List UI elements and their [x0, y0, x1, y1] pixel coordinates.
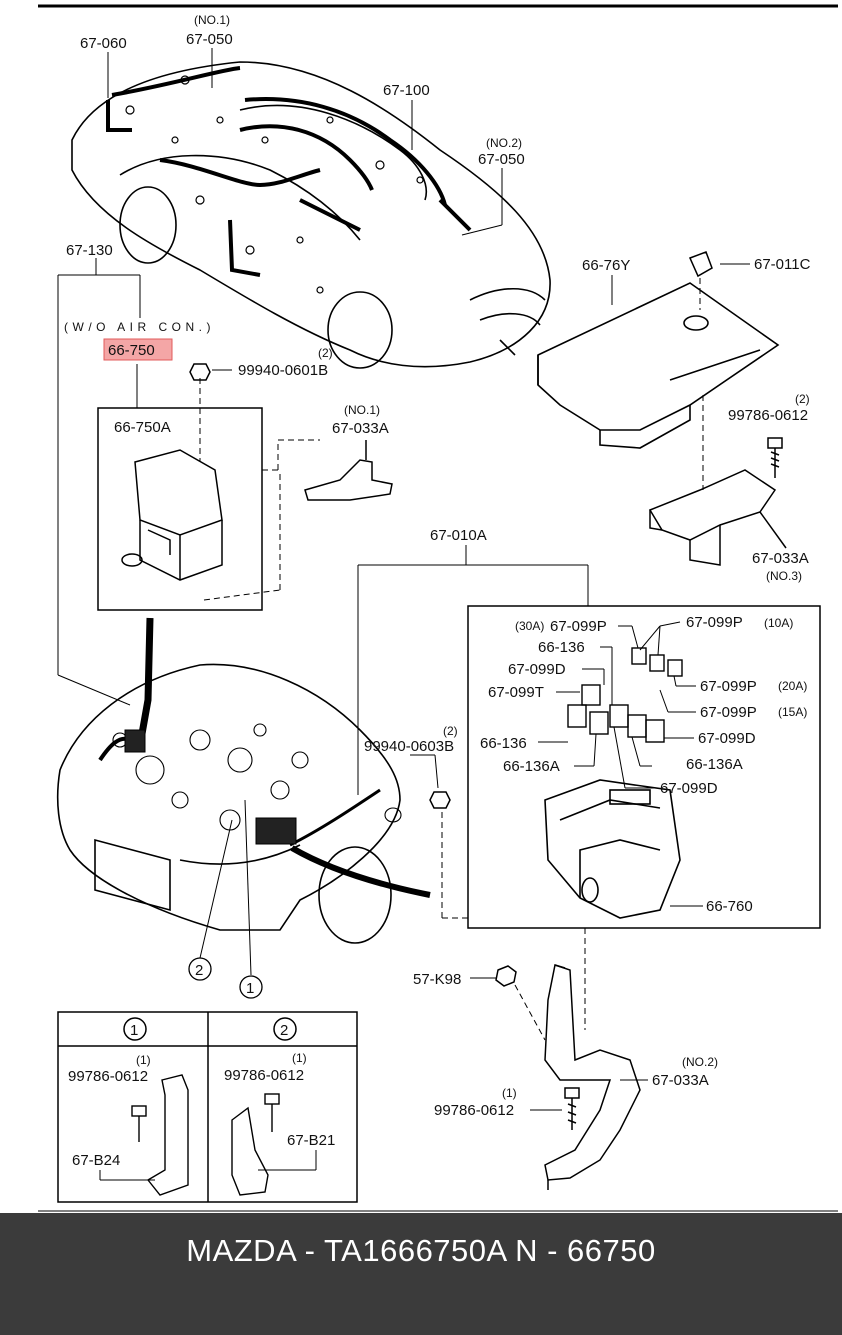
label-66-750a: 66-750A: [114, 419, 171, 436]
callout-circle-1: [239, 975, 263, 999]
label-67-130: 67-130: [66, 242, 113, 259]
label-66-136-left: 66-136: [480, 735, 527, 752]
label-67-033a-no2: 67-033A: [652, 1072, 709, 1089]
car-body-illustration: [71, 61, 551, 369]
label-67-060: 67-060: [80, 35, 127, 52]
label-67-099p-15a: 67-099P: [700, 704, 757, 721]
label-99786-0612-table1: 99786-0612: [68, 1068, 148, 1085]
label-qty-2-c: (2): [443, 724, 458, 738]
label-qty-1-b: (1): [136, 1053, 151, 1067]
clip-67-011c: [688, 251, 713, 278]
label-no3: (NO.3): [766, 569, 802, 583]
callout-number-2: 2: [195, 962, 203, 979]
parts-diagram: 67-060 (NO.1) 67-050 67-100 (NO.2) 67-05…: [38, 4, 838, 1212]
label-67-033a-no3: 67-033A: [752, 550, 809, 567]
cover-66-76y-illustration: [537, 282, 780, 449]
box-66-750a: [97, 407, 263, 611]
car-wiring-harness: [106, 66, 472, 277]
label-99786-0612-table2: 99786-0612: [224, 1067, 304, 1084]
engine-wiring-harness: [98, 617, 431, 898]
label-67-b21: 67-B21: [287, 1132, 335, 1149]
label-67-099d-bottom: 67-099D: [660, 780, 718, 797]
label-66-760: 66-760: [706, 898, 753, 915]
label-no1-top: (NO.1): [194, 13, 230, 27]
label-67-099p-10a: 67-099P: [686, 614, 743, 631]
label-66-136-top: 66-136: [538, 639, 585, 656]
label-57-k98: 57-K98: [413, 971, 461, 988]
label-67-099d-top: 67-099D: [508, 661, 566, 678]
label-66-136a-right: 66-136A: [686, 756, 743, 773]
highlight-66-750: [103, 338, 173, 361]
callout-circle-2: [188, 957, 212, 981]
junction-box-66-760-illustration: [544, 779, 681, 919]
label-qty-1-c: (1): [292, 1051, 307, 1065]
label-20a: (20A): [778, 679, 807, 693]
bolt-detail-1: [131, 1074, 189, 1196]
label-67-099t: 67-099T: [488, 684, 544, 701]
label-66-136a-left: 66-136A: [503, 758, 560, 775]
footer-part-number: MAZDA - TA1666750A N - 66750: [186, 1233, 656, 1268]
label-67-033a-no1: 67-033A: [332, 420, 389, 437]
label-67-b24: 67-B24: [72, 1152, 120, 1169]
nut-99940-0603b: [429, 791, 451, 809]
table-header-1: 1: [130, 1022, 138, 1039]
label-67-010a: 67-010A: [430, 527, 487, 544]
label-67-050-no1: 67-050: [186, 31, 233, 48]
nut-57-k98: [495, 965, 517, 987]
label-99940-0603b: 99940-0603B: [364, 738, 454, 755]
bracket-67-033a-no1: [304, 440, 393, 501]
detail-table: [57, 1011, 358, 1203]
label-15a: (15A): [778, 705, 807, 719]
label-wo-air-con: (W/O AIR CON.): [64, 320, 215, 334]
bolt-99786-0612-right: [767, 437, 783, 478]
bracket-67-033a-no2: [544, 964, 641, 1190]
relay-box-66-750a-illustration: [121, 449, 223, 581]
label-67-099d-right: 67-099D: [698, 730, 756, 747]
label-66-750: 66-750: [108, 342, 155, 359]
bolt-99786-0612-bottom: [564, 1087, 580, 1130]
label-no2-top: (NO.2): [486, 136, 522, 150]
bracket-67-033a-no3: [648, 469, 787, 566]
label-67-099p-20a: 67-099P: [700, 678, 757, 695]
label-67-099p-30a: 67-099P: [550, 618, 607, 635]
label-qty-2-b: (2): [795, 392, 810, 406]
label-10a: (10A): [764, 616, 793, 630]
fuse-relay-cluster: [567, 647, 683, 743]
bolt-detail-2: [231, 1093, 280, 1196]
label-99940-0601b: 99940-0601B: [238, 362, 328, 379]
nut-99940-0601b: [189, 363, 211, 381]
table-header-2: 2: [280, 1022, 288, 1039]
callout-number-1: 1: [246, 980, 254, 997]
label-67-011c: 67-011C: [754, 256, 811, 273]
label-99786-0612-right: 99786-0612: [728, 407, 808, 424]
engine-bay-illustration: [56, 663, 401, 944]
label-qty-2-a: (2): [318, 346, 333, 360]
label-no2-bottom: (NO.2): [682, 1055, 718, 1069]
label-99786-0612-bottom: 99786-0612: [434, 1102, 514, 1119]
label-67-050-no2: 67-050: [478, 151, 525, 168]
label-no1-mid: (NO.1): [344, 403, 380, 417]
label-66-76y: 66-76Y: [582, 257, 630, 274]
label-67-100: 67-100: [383, 82, 430, 99]
label-30a: (30A): [515, 619, 544, 633]
footer-bar: MAZDA - TA1666750A N - 66750: [0, 1213, 842, 1335]
label-qty-1-a: (1): [502, 1086, 517, 1100]
box-67-010a: [467, 605, 821, 929]
